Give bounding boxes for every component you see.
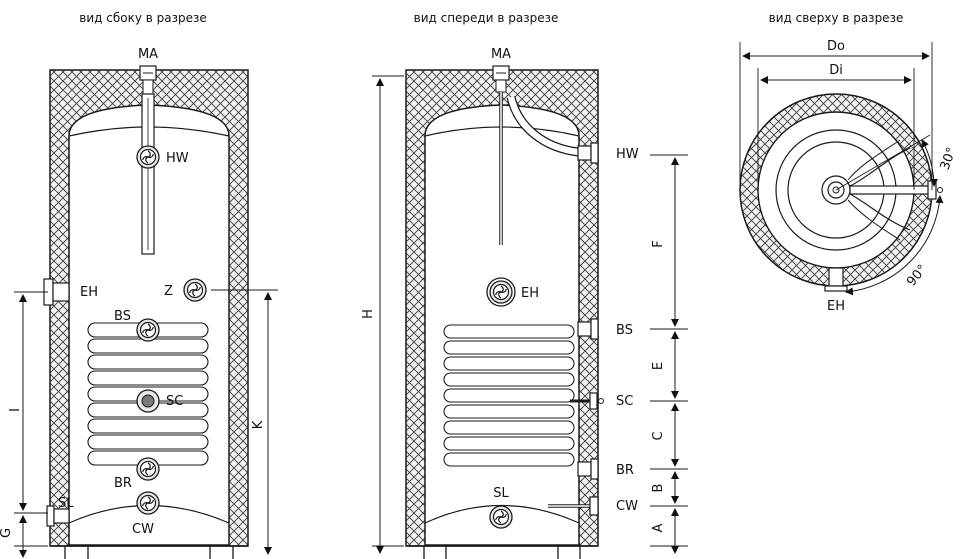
top-dim-do: Do (827, 39, 845, 54)
front-br-connector (577, 461, 592, 477)
side-dim-i: I (8, 408, 23, 412)
front-heat-exchanger-coil (443, 324, 575, 467)
side-label-cw: CW (132, 522, 154, 537)
front-dim-h: H (361, 309, 376, 319)
front-label-ma: MA (491, 47, 511, 62)
side-hw-connector-icon (136, 145, 160, 169)
front-label-cw: CW (616, 499, 638, 514)
front-label-hw: HW (616, 147, 639, 162)
front-bs-connector (577, 321, 592, 337)
side-z-connector-icon (183, 278, 207, 302)
top-angle-30: 30° (938, 145, 960, 172)
side-view: MA HW EH Z BS SC BR (0, 47, 278, 559)
front-label-br: BR (616, 463, 634, 478)
front-cw-connector (589, 496, 599, 516)
front-dim-c: C (651, 431, 666, 440)
side-label-sc: SC (166, 394, 183, 409)
front-dim-a: A (651, 523, 666, 532)
top-view: EH 30° 90° Do Di (739, 39, 960, 314)
front-label-sl: SL (493, 486, 509, 501)
side-label-z: Z (164, 284, 173, 299)
side-dim-g: G (0, 528, 14, 538)
front-label-sc: SC (616, 394, 633, 409)
side-br-connector-icon (136, 457, 160, 481)
front-sl-connector-icon (489, 505, 513, 529)
side-bs-connector-icon (136, 318, 160, 342)
front-view-caption: вид спереди в разрезе (414, 11, 559, 25)
side-label-sl: SL (58, 496, 74, 511)
side-cw-connector-icon (136, 491, 160, 515)
top-dim-di: Di (829, 63, 843, 78)
side-label-hw: HW (166, 151, 189, 166)
top-eh-connector (828, 267, 844, 287)
front-label-eh: EH (521, 286, 539, 301)
front-dim-b: B (651, 484, 666, 493)
front-dim-e: E (651, 362, 666, 370)
side-sl-flange (46, 505, 55, 527)
side-dim-k: K (251, 420, 266, 429)
top-sensor-nozzle (849, 185, 933, 195)
side-label-bs: BS (114, 309, 131, 324)
angle-30-arc (921, 139, 938, 187)
top-view-caption: вид сверху в разрезе (769, 11, 904, 25)
front-label-bs: BS (616, 323, 633, 338)
front-eh-icon (489, 280, 513, 304)
front-hw-connector (577, 145, 592, 161)
side-label-eh: EH (80, 285, 98, 300)
side-label-ma: MA (138, 47, 158, 62)
top-label-eh: EH (827, 299, 845, 314)
front-view: MA HW EH BS SC (361, 47, 688, 559)
front-dim-f: F (651, 240, 666, 247)
side-label-br: BR (114, 476, 132, 491)
front-sc-connector (589, 392, 598, 410)
top-angle-90: 90° (904, 262, 930, 289)
angle-90-arc (845, 195, 944, 296)
side-view-caption: вид сбоку в разрезе (79, 11, 207, 25)
